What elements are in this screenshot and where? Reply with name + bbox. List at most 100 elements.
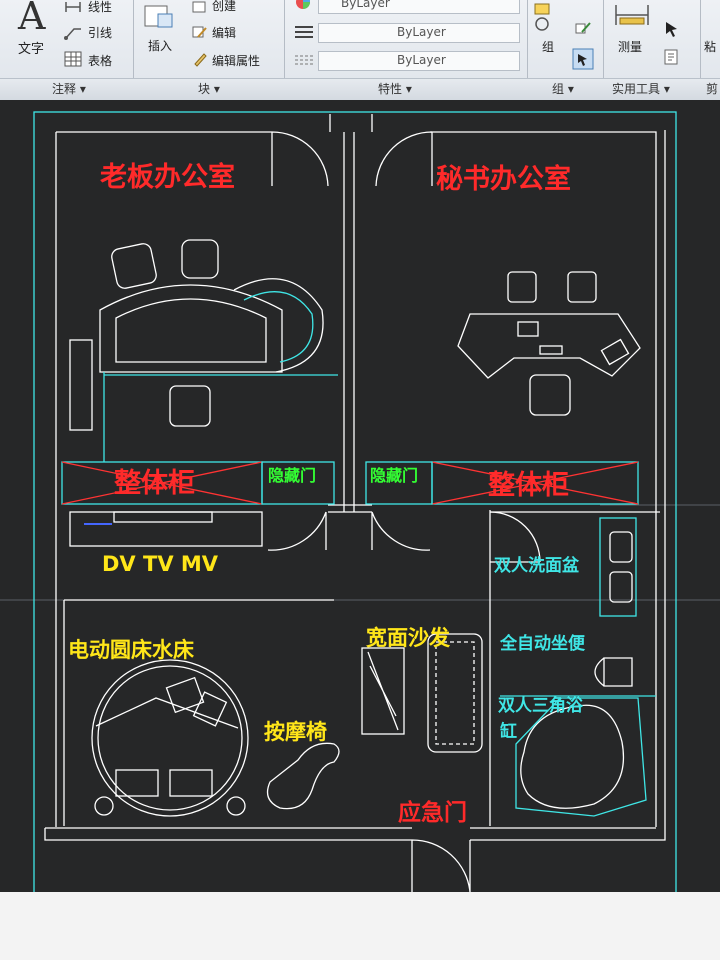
panel-title-bar xyxy=(0,78,720,101)
cabinet-right-cross xyxy=(431,461,639,505)
secretary-guest-chair-2 xyxy=(567,271,597,303)
wide-sofa xyxy=(427,633,483,753)
central-partition xyxy=(343,132,355,512)
hidden-door-left-frame xyxy=(261,461,335,505)
color-dropdown-value: ByLayer xyxy=(341,0,390,10)
tv-label: DV TV MV xyxy=(102,552,219,576)
group-edit-icon[interactable] xyxy=(575,20,593,38)
inner-wall-top xyxy=(55,131,657,827)
secretary-guest-chair-1 xyxy=(507,271,537,303)
tv-set xyxy=(113,511,213,523)
panel-utilities[interactable]: 实用工具 ▾ xyxy=(612,82,670,96)
guest-chair-left xyxy=(111,243,157,289)
edit-attributes-icon[interactable] xyxy=(192,51,208,67)
ribbon: A 文字 线性 引线 表格 插入 创建 编辑 编辑属性 ByLayer ByLa… xyxy=(0,0,720,101)
sofa-label: 宽面沙发 xyxy=(366,626,450,650)
secretary-phone xyxy=(600,338,630,366)
double-basin xyxy=(599,517,637,617)
bedroom-wall xyxy=(63,599,334,826)
toilet xyxy=(594,657,633,687)
boss-desk-return xyxy=(233,278,324,373)
massage-chair xyxy=(266,742,340,810)
panel-extra[interactable]: 剪 xyxy=(706,82,719,96)
outer-wall-bottom xyxy=(44,130,666,841)
leader-icon[interactable] xyxy=(64,24,82,40)
secretary-monitor xyxy=(517,321,539,337)
linetype-dropdown[interactable]: ByLayer xyxy=(318,51,520,71)
boss-chair xyxy=(169,385,211,427)
insert-label[interactable]: 插入 xyxy=(148,39,173,53)
leader-label[interactable]: 引线 xyxy=(88,26,113,40)
table-icon[interactable] xyxy=(64,51,82,67)
ribbon-separator xyxy=(284,0,285,100)
boss-room-boundary xyxy=(103,372,338,462)
color-dropdown[interactable]: ByLayer xyxy=(318,0,520,14)
ribbon-separator xyxy=(603,0,604,100)
linear-label[interactable]: 线性 xyxy=(88,0,113,14)
secretary-desk xyxy=(457,313,641,379)
tv-console xyxy=(69,511,263,547)
secretary-door xyxy=(371,114,433,187)
edit-attributes-label[interactable]: 编辑属性 xyxy=(212,54,261,68)
panel-block[interactable]: 块 ▾ xyxy=(198,82,220,96)
ribbon-separator xyxy=(700,0,701,100)
hidden-door-label-right: 隐藏门 xyxy=(370,466,419,485)
bed-cushion-1 xyxy=(115,769,159,797)
hidden-door-right-frame xyxy=(365,461,433,505)
linear-dimension-icon[interactable] xyxy=(64,0,82,14)
room-label-boss-office: 老板办公室 xyxy=(100,162,235,193)
bed-label: 电动圆床水床 xyxy=(68,638,194,662)
edit-label[interactable]: 编辑 xyxy=(212,26,237,40)
bed-cushion-2 xyxy=(169,769,213,797)
cabinet-left-cross xyxy=(61,461,263,505)
insert-block-icon[interactable] xyxy=(142,2,176,30)
drawing-canvas[interactable]: 老板办公室 秘书办公室 整体柜 整体柜 隐藏门 隐藏门 DV TV MV 双人洗… xyxy=(0,100,720,960)
boss-desk-return-inner xyxy=(243,291,314,363)
linetype-dropdown-value: ByLayer xyxy=(397,53,446,67)
lineweight-icon[interactable] xyxy=(294,24,314,40)
sofa-cushion xyxy=(361,647,405,735)
bed-pillow-1 xyxy=(165,676,205,714)
group-select-icon[interactable] xyxy=(572,48,594,70)
create-label[interactable]: 创建 xyxy=(212,0,237,13)
bathroom-door xyxy=(489,511,541,563)
cabinet-label-right: 整体柜 xyxy=(488,470,569,501)
panel-groups[interactable]: 组 ▾ xyxy=(552,82,574,96)
panel-annotation[interactable]: 注释 ▾ xyxy=(52,82,86,96)
lineweight-dropdown[interactable]: ByLayer xyxy=(318,23,520,43)
cabinet-label-left: 整体柜 xyxy=(114,468,195,499)
text-tool-label[interactable]: 文字 xyxy=(18,42,45,57)
massage-chair-label: 按摩椅 xyxy=(264,720,327,744)
triangle-bathtub-frame xyxy=(515,697,647,817)
group-icon[interactable] xyxy=(532,2,556,32)
panel-properties[interactable]: 特性 ▾ xyxy=(378,82,412,96)
table-label[interactable]: 表格 xyxy=(88,54,113,68)
measure-icon[interactable] xyxy=(614,2,650,28)
emergency-door xyxy=(411,839,471,893)
utility-icon[interactable] xyxy=(663,48,681,66)
boss-desk xyxy=(99,284,283,373)
linetype-icon[interactable] xyxy=(294,52,314,68)
bottom-strip xyxy=(0,892,720,960)
bathroom-wall xyxy=(489,510,660,600)
color-wheel-icon[interactable] xyxy=(294,0,312,10)
group-label[interactable]: 组 xyxy=(542,40,555,54)
create-block-icon[interactable] xyxy=(192,0,208,14)
ribbon-separator xyxy=(133,0,134,100)
central-partition-base xyxy=(328,504,372,513)
measure-label[interactable]: 测量 xyxy=(618,40,643,54)
paste-label[interactable]: 粘 xyxy=(704,40,717,54)
ribbon-separator xyxy=(527,0,528,100)
select-icon[interactable] xyxy=(663,20,681,38)
bed-cover xyxy=(95,697,239,729)
hidden-door-label-left: 隐藏门 xyxy=(268,466,317,485)
bed-pillow-2 xyxy=(192,691,228,727)
tub-label-line2: 缸 xyxy=(500,722,517,742)
guest-chair-right xyxy=(181,239,219,279)
edit-block-icon[interactable] xyxy=(192,24,208,40)
boss-desk-inner xyxy=(115,298,267,363)
text-tool-icon[interactable]: A xyxy=(18,0,46,38)
secretary-chair xyxy=(529,374,571,416)
wide-sofa-pattern xyxy=(435,641,475,745)
basin-label: 双人洗面盆 xyxy=(494,556,579,576)
